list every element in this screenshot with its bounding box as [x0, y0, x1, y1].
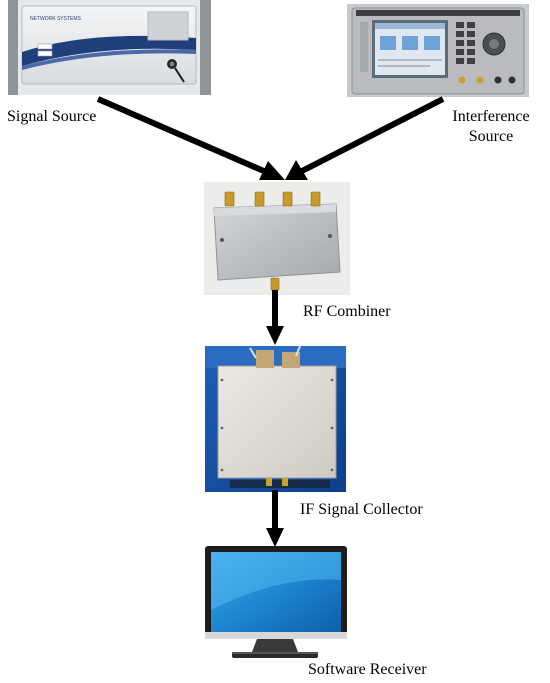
arrow-interference-to-combiner — [285, 96, 445, 180]
if-signal-collector-label: IF Signal Collector — [300, 501, 423, 518]
if-signal-collector-image — [205, 345, 346, 492]
interference-source-label: Interference Source — [448, 107, 534, 147]
interference-source-image — [347, 4, 529, 97]
signal-source-image: NETWORK SYSTEMS — [8, 0, 211, 95]
interference-source-label-line2: Source — [468, 128, 514, 145]
software-receiver-label: Software Receiver — [308, 661, 427, 678]
arrow-signal-to-combiner — [96, 96, 285, 180]
interference-source-label-line1: Interference — [452, 108, 530, 125]
arrow-combiner-to-collector — [266, 290, 284, 345]
monitor-icon — [205, 546, 347, 658]
svg-text:NETWORK SYSTEMS: NETWORK SYSTEMS — [30, 16, 82, 22]
rf-combiner-label: RF Combiner — [303, 303, 391, 320]
rf-combiner-image — [204, 182, 350, 295]
signal-source-label: Signal Source — [7, 108, 97, 125]
arrow-collector-to-receiver — [266, 490, 284, 547]
